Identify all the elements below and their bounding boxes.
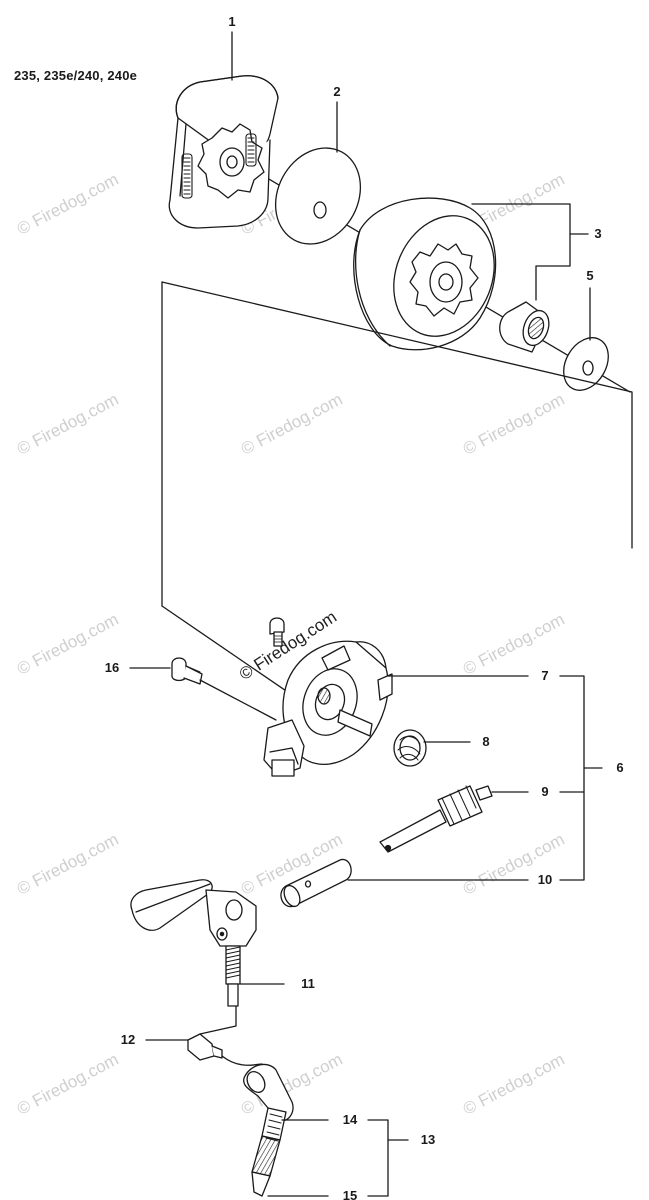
callout-8: 8	[482, 734, 489, 749]
callout-15: 15	[343, 1188, 357, 1200]
callout-9: 9	[541, 784, 548, 799]
bracket-6	[559, 675, 585, 881]
pump-piston	[280, 858, 352, 908]
callout-14: 14	[343, 1112, 358, 1127]
screw	[171, 657, 203, 685]
oil-pickup-assembly	[221, 1055, 294, 1197]
oil-pump-lever	[130, 879, 257, 1007]
callout-16: 16	[105, 660, 119, 675]
screw-axis	[199, 679, 277, 721]
callout-12: 12	[121, 1032, 135, 1047]
callout-6: 6	[616, 760, 623, 775]
washer-small	[563, 337, 609, 391]
washer	[274, 147, 362, 245]
clutch-shoe-assembly	[168, 75, 279, 229]
callout-11: 11	[301, 976, 315, 991]
worm-gear	[379, 785, 493, 853]
needle-bearing	[499, 301, 550, 353]
callout-3: 3	[594, 226, 601, 241]
bracket-13	[367, 1119, 389, 1197]
callout-7: 7	[541, 668, 548, 683]
clutch-drum	[353, 197, 497, 351]
callout-2: 2	[333, 84, 340, 99]
frame-line-top	[161, 281, 633, 549]
callout-5: 5	[586, 268, 593, 283]
housing-screw	[269, 617, 285, 647]
callout-10: 10	[538, 872, 552, 887]
hose-segment	[199, 1005, 237, 1035]
model-label: 235, 235e/240, 240e	[14, 68, 138, 83]
pump-housing	[263, 640, 393, 777]
leader-3	[471, 203, 571, 301]
callout-1: 1	[228, 14, 235, 29]
callout-13: 13	[421, 1132, 435, 1147]
hose-connector	[187, 1033, 223, 1061]
spring	[393, 729, 427, 767]
